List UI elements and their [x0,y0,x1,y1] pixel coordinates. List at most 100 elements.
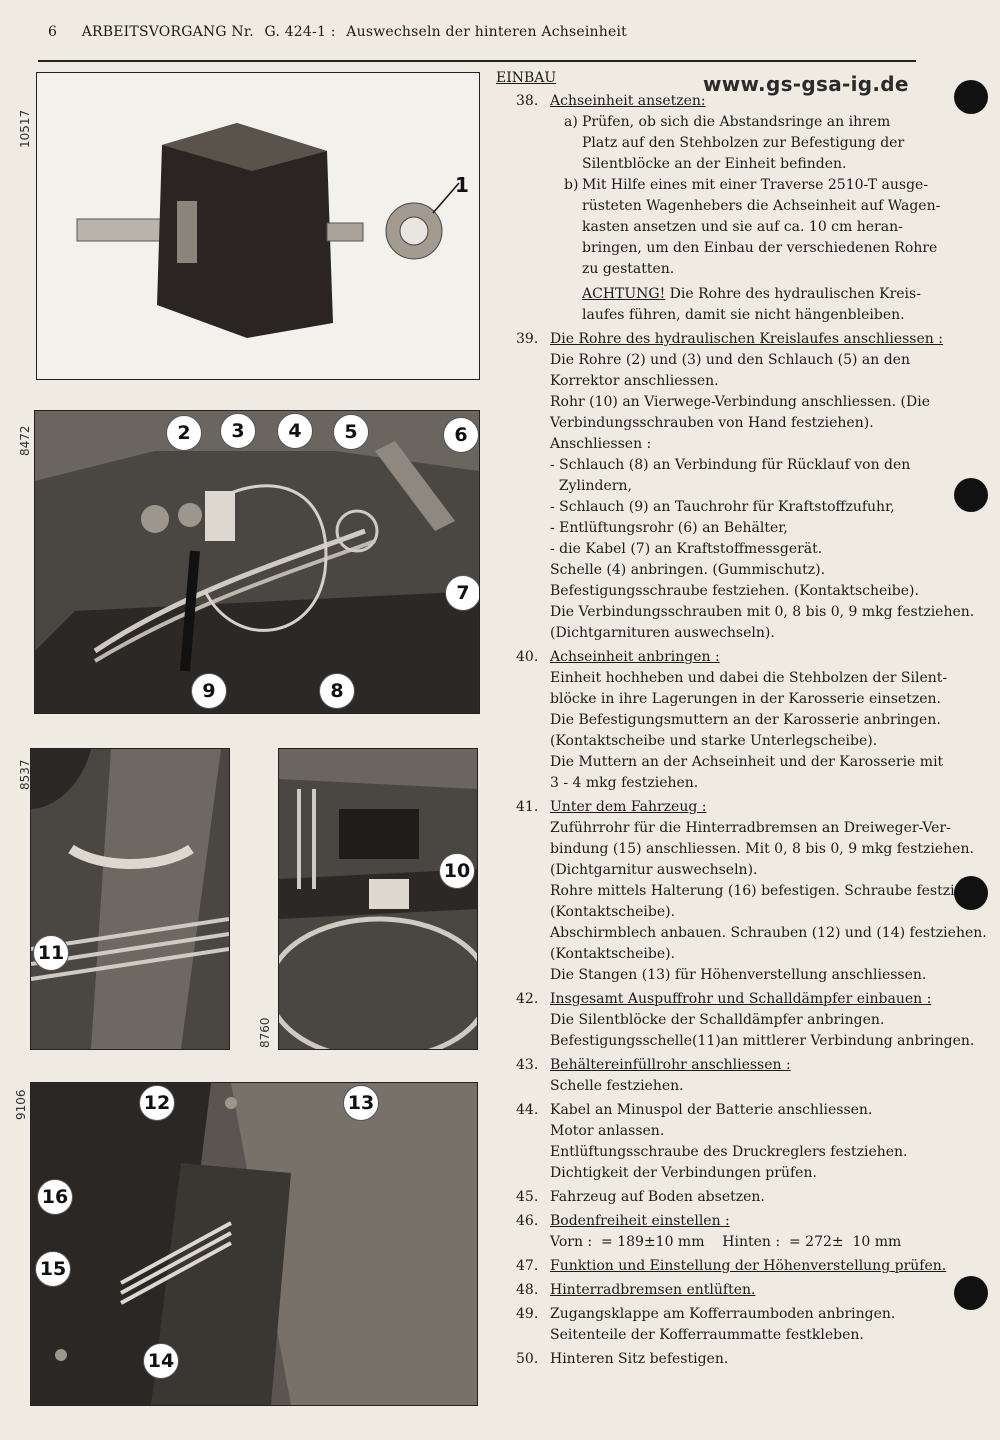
step-number: 41. [516,799,539,815]
text-line: Die Befestigungsmuttern an der Karosseri… [550,712,941,728]
text-line: Befestigungsschelle(11)an mittlerer Verb… [550,1033,975,1049]
step-title: Hinterradbremsen entlüften. [550,1282,756,1298]
header-rule [38,60,916,62]
text-line: Die Verbindungsschrauben mit 0, 8 bis 0,… [550,604,975,620]
text-line: Befestigungsschraube festziehen. (Kontak… [550,583,919,599]
text-line: Entlüftungsschraube des Druckreglers fes… [550,1144,908,1160]
text-line: (Kontaktscheibe und starke Unterlegschei… [550,733,878,749]
step-41: 41.Unter dem Fahrzeug :Zuführrohr für di… [496,797,996,986]
step-title: Bodenfreiheit einstellen : [550,1213,730,1229]
punch-hole [954,478,988,512]
text-line: Schelle (4) anbringen. (Gummischutz). [550,562,826,578]
figure-pipe-connection: 10 [278,748,478,1050]
text-line: Die Muttern an der Achseinheit und der K… [550,754,944,770]
step-number: 45. [516,1189,539,1205]
text-line: Einheit hochheben und dabei die Stehbolz… [550,670,948,686]
callout-4: 4 [277,413,313,449]
figure-silentblock: 1 [36,72,480,380]
text-line: Die Stangen (13) für Höhenverstellung an… [550,967,927,983]
step-number: 43. [516,1057,539,1073]
step-number: 44. [516,1102,539,1118]
figure-exhaust-clamp: 11 [30,748,230,1050]
step-title: Behältereinfüllrohr anschliessen : [550,1057,791,1073]
underbody-photo [31,1083,477,1405]
text-line: - Entlüftungsrohr (6) an Behälter, [550,520,788,536]
text-line: rüsteten Wagenhebers die Achseinheit auf… [582,198,941,214]
text-line: Verbindungsschrauben von Hand festziehen… [550,415,874,431]
text-line: Korrektor anschliessen. [550,373,719,389]
step-49: 49.Zugangsklappe am Kofferraumboden anbr… [496,1304,996,1346]
callout-12: 12 [139,1085,175,1121]
text-line: (Kontaktscheibe). [550,946,676,962]
silentblock-photo [76,123,460,338]
page-header: 6 ARBEITSVORGANG Nr. G. 424-1 : Auswechs… [48,24,633,40]
step-number: 49. [516,1306,539,1322]
callout-11: 11 [33,935,69,971]
page-number: 6 [48,24,58,40]
text-line: (Dichtgarnitur auswechseln). [550,862,758,878]
callout-5: 5 [333,414,369,450]
step-42: 42. Insgesamt Auspuffrohr und Schalldämpf… [496,989,996,1052]
text-line: ACHTUNG! Die Rohre des hydraulischen Kre… [582,284,996,305]
figure-number: 8472 [18,425,32,456]
text-line: Schelle festziehen. [550,1078,684,1094]
text-line: (Dichtgarnituren auswechseln). [550,625,775,641]
caution-label: ACHTUNG! [582,286,666,302]
callout-14: 14 [143,1343,179,1379]
step-45: 45. Fahrzeug auf Boden absetzen. [496,1187,996,1208]
step-38: 38.Achseinheit ansetzen:a)Prüfen, ob sic… [496,91,996,326]
instruction-text: EINBAU 38.Achseinheit ansetzen:a)Prüfen,… [496,68,996,1370]
step-title: Unter dem Fahrzeug : [550,799,707,815]
text-line: zu gestatten. [582,261,675,277]
step-number: 42. [516,991,539,1007]
hydraulic-pipes-photo [35,411,479,713]
text-line: Mit Hilfe eines mit einer Traverse 2510-… [582,177,929,193]
figure-underbody: 12 13 16 15 14 [30,1082,478,1406]
text-line: bindung (15) anschliessen. Mit 0, 8 bis … [550,841,974,857]
step-title: Funktion und Einstellung der Höhenverste… [550,1258,947,1274]
text-line: Dichtigkeit der Verbindungen prüfen. [550,1165,817,1181]
text-line: Rohre mittels Halterung (16) befestigen.… [550,883,955,899]
callout-16: 16 [37,1179,73,1215]
text-line: - die Kabel (7) an Kraftstoffmessgerät. [550,541,823,557]
operation-label: ARBEITSVORGANG Nr. [81,24,254,40]
text-line: Prüfen, ob sich die Abstandsringe an ihr… [582,114,891,130]
text-line: 3 - 4 mkg festziehen. [550,775,699,791]
step-number: 40. [516,649,539,665]
callout-10: 10 [439,853,475,889]
step-number: 39. [516,331,539,347]
step-48: 48.Hinterradbremsen entlüften. [496,1280,996,1301]
callout-3: 3 [220,413,256,449]
text-line: laufes führen, damit sie nicht hängenble… [582,307,905,323]
subitem-letter: b) [564,177,579,193]
text-line: kasten ansetzen und sie auf ca. 10 cm he… [582,219,903,235]
step-title: Insgesamt Auspuffrohr und Schalldämpfer … [550,991,932,1007]
punch-hole [954,1276,988,1310]
step-title: Achseinheit anbringen : [550,649,720,665]
callout-15: 15 [35,1251,71,1287]
text-line: Zylindern, [550,478,632,494]
step-44: 44.Kabel an Minuspol der Batterie anschl… [496,1100,996,1184]
punch-hole [954,80,988,114]
text-line: bringen, um den Einbau der verschiedenen… [582,240,938,256]
website-watermark: www.gs-gsa-ig.de [703,72,909,96]
callout-8: 8 [319,673,355,709]
text-line: (Kontaktscheibe). [550,904,676,920]
callout-2: 2 [166,415,202,451]
step-46: 46.Bodenfreiheit einstellen :Vorn : = 18… [496,1211,996,1253]
step-number: 46. [516,1213,539,1229]
step-subitem: a)Prüfen, ob sich die Abstandsringe an i… [550,112,996,175]
steps-list: 38.Achseinheit ansetzen:a)Prüfen, ob sic… [496,91,996,1370]
text-line: Fahrzeug auf Boden absetzen. [550,1189,765,1205]
caution-note: ACHTUNG! Die Rohre des hydraulischen Kre… [550,284,996,326]
callout-13: 13 [343,1085,379,1121]
callout-6: 6 [443,417,479,453]
text-line: Rohr (10) an Vierwege-Verbindung anschli… [550,394,931,410]
figure-hydraulic-pipes: 2 3 4 5 6 7 8 9 [34,410,480,714]
step-number: 38. [516,93,539,109]
subitem-letter: a) [564,114,578,130]
text-line: Abschirmblech anbauen. Schrauben (12) un… [550,925,987,941]
text-line: Die Rohre (2) und (3) und den Schlauch (… [550,352,910,368]
callout-1: 1 [455,173,469,197]
step-number: 47. [516,1258,539,1274]
